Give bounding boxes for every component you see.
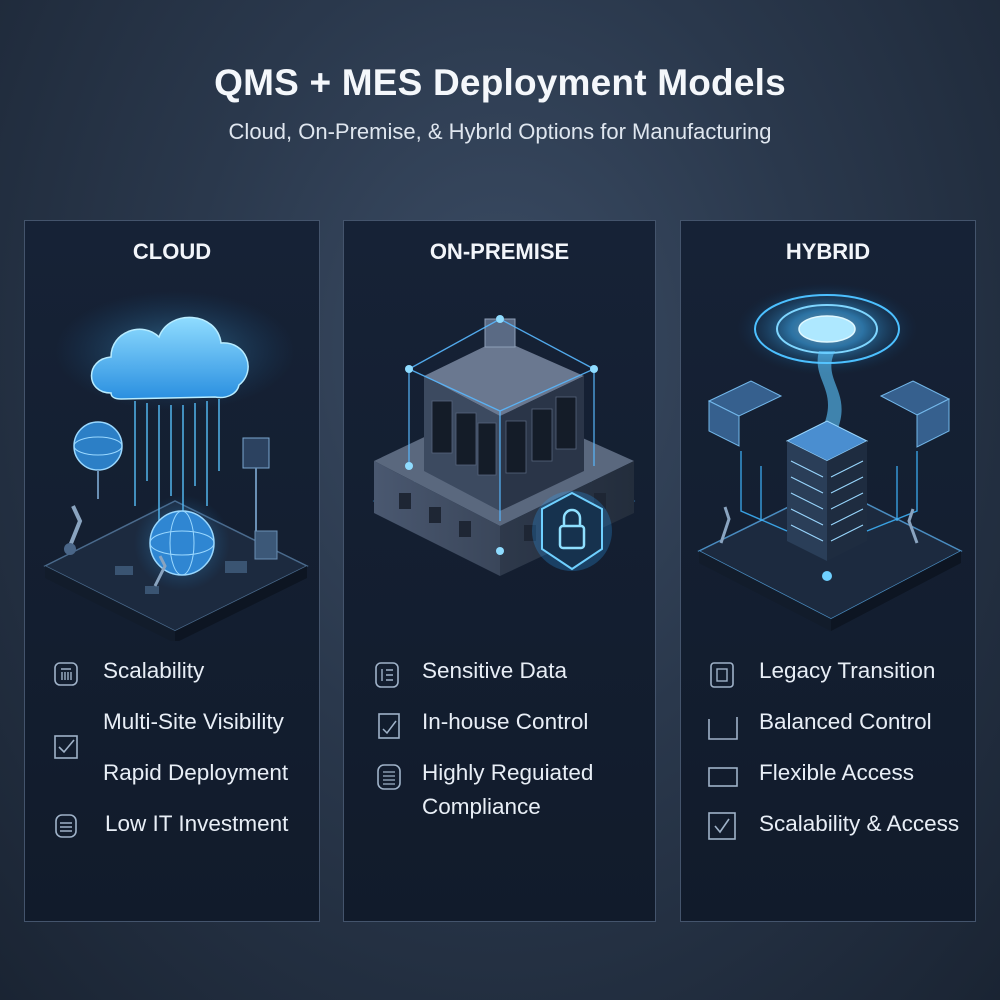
cloud-illustration [43,291,309,641]
checkbox-icon [708,812,736,840]
on-premise-panel-title: ON-PREMISE [429,239,570,264]
page-subtitle: Cloud, On-Premise, & Hybrld Options for … [228,119,772,144]
hybrid-feature-4: Scalability & Access [759,811,960,836]
list-icon [377,764,401,790]
on-premise-feature-1: Sensitive Data [422,658,568,683]
cloud-panel-title: CLOUD [132,239,212,264]
on-premise-feature-3: Highly Reguiated [422,760,594,785]
chip-icon [710,662,734,688]
cloud-icon [55,291,295,411]
hybrid-panel: HYBRID [680,220,976,922]
rectangle-icon [708,767,738,787]
database-icon [55,814,77,838]
on-premise-panel: ON-PREMISE [343,220,656,922]
hybrid-illustration [697,283,963,631]
cloud-feature-2: Multi-Site Visibility [103,709,284,734]
page-title: QMS + MES Deployment Models [214,62,786,103]
checkbox-icon [54,735,78,759]
portal-icon [737,283,917,375]
globe-icon [73,421,230,591]
hybrid-feature-1: Legacy Transition [759,658,936,683]
lock-icon [532,491,612,571]
hybrid-feature-2: Balanced Control [759,709,932,734]
on-premise-feature-2: In-house Control [422,709,589,734]
document-icon [375,662,399,688]
clipboard-check-icon [378,713,400,739]
server-tower-icon [785,420,869,561]
cloud-panel: CLOUD [24,220,320,922]
hybrid-feature-3: Flexible Access [759,760,915,785]
cloud-feature-1: Scalability [103,658,205,683]
on-premise-feature-4: Compliance [422,794,541,819]
scalability-icon [54,662,78,686]
cloud-feature-4: Low IT Investment [105,811,289,836]
on-premise-illustration [372,315,636,576]
window-icon [708,717,738,740]
cloud-feature-3: Rapid Deployment [103,760,289,785]
hybrid-panel-title: HYBRID [785,239,871,264]
